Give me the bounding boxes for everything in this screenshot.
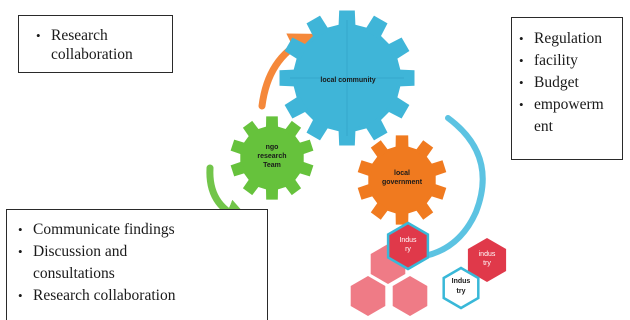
right-item-empowerment: empowerm [516,94,622,116]
bottom-left-item-research: Research collaboration [15,285,267,307]
arrow-blue [422,115,486,259]
bottom-left-item-discussion-cont: consultations [33,265,115,282]
hex-industry-1 [386,221,430,271]
local-government-gear [357,135,447,225]
bottom-left-item-discussion: Discussion and [15,241,267,263]
local-government-label-1: local [394,170,410,177]
hex-industry-3 [442,266,480,310]
industry-label-2b: try [483,260,491,267]
top-left-item-1-cont: collaboration [51,46,133,63]
research-team-activities-box: Communicate findings Discussion and cons… [6,209,268,320]
bottom-left-item-communicate: Communicate findings [15,219,267,241]
industry-label-1a: Indus [399,237,417,244]
industry-hexagon-cluster [350,221,507,316]
hex-industry-2 [467,238,507,282]
industry-label-2a: indus [479,251,496,258]
research-team-gear [230,116,314,200]
research-team-label-1: ngo [266,144,279,151]
industry-label-3a: Indus [452,278,471,285]
research-team-gear-hub [242,128,302,188]
top-left-item-1: Research [33,26,172,45]
research-team-label-2: research [257,153,286,160]
industry-label-1b: ry [405,246,411,253]
hex-pink-left [350,276,386,316]
hex-pink-bottom [392,276,428,316]
government-resources-box: Regulation facility Budget empowerm ent [511,17,623,160]
local-government-label-2: government [382,179,423,186]
right-item-empowerment-cont: ent [534,118,553,135]
right-item-regulation: Regulation [516,28,622,50]
right-item-budget: Budget [516,72,622,94]
local-government-gear-hub [370,148,434,212]
right-item-facility: facility [516,50,622,72]
research-team-label-3: Team [263,162,281,169]
local-community-gear [279,10,415,146]
industry-label-3b: try [457,288,466,295]
research-collaboration-box: Research collaboration [18,15,173,73]
local-community-label: local community [320,77,375,84]
